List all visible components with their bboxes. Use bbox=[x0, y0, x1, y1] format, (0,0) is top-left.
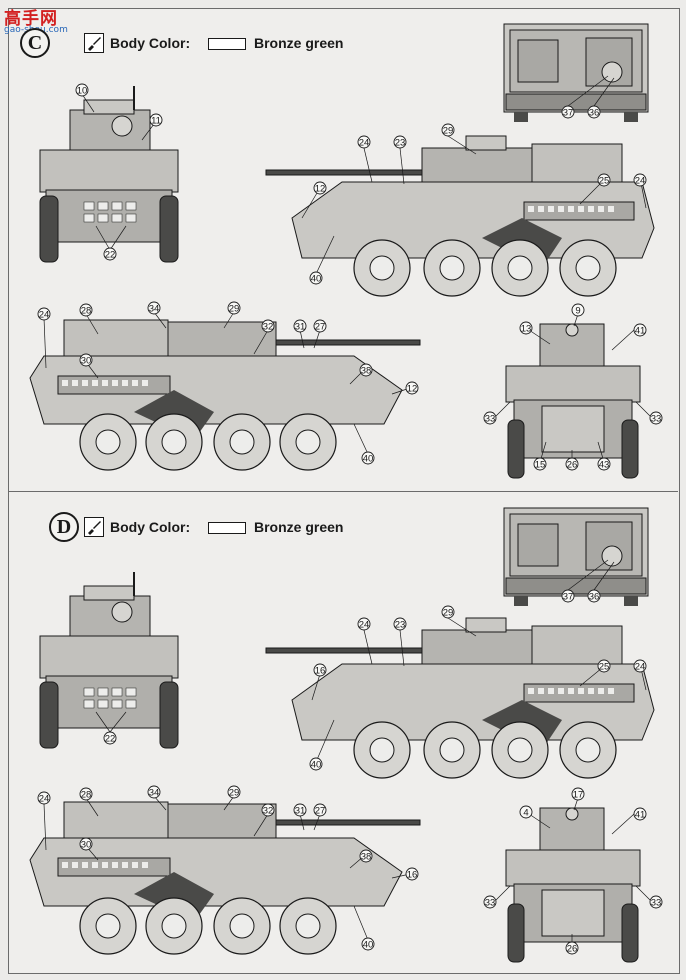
part-callout: 30 bbox=[81, 356, 92, 367]
watermark-title: 高手网 bbox=[4, 9, 58, 29]
part-callout: 29 bbox=[229, 304, 240, 315]
left-side-view: 24 23 29 25 24 12 40 bbox=[265, 123, 655, 297]
part-callout: 29 bbox=[443, 608, 454, 619]
part-callout: 40 bbox=[363, 454, 374, 465]
part-callout: 16 bbox=[315, 666, 326, 677]
part-callout: 9 bbox=[575, 306, 580, 317]
part-callout: 33 bbox=[485, 414, 496, 425]
part-callout: 41 bbox=[635, 810, 646, 821]
part-callout: 40 bbox=[311, 760, 322, 771]
part-callout: 28 bbox=[81, 306, 92, 317]
part-callout: 40 bbox=[363, 940, 374, 951]
part-callout: 38 bbox=[361, 366, 372, 377]
part-callout: 24 bbox=[635, 662, 646, 673]
part-callout: 37 bbox=[563, 592, 574, 603]
color-name: Bronze green bbox=[254, 519, 344, 535]
part-callout: 41 bbox=[635, 326, 646, 337]
part-callout: 37 bbox=[563, 108, 574, 119]
paintbrush-icon bbox=[84, 517, 104, 537]
part-callout: 38 bbox=[361, 852, 372, 863]
right-side-view: 24 28 34 29 32 31 27 30 38 16 40 bbox=[29, 785, 421, 955]
part-callout: 16 bbox=[407, 870, 418, 881]
rear-view: 4 17 41 33 33 26 bbox=[483, 787, 663, 963]
part-callout: 26 bbox=[567, 460, 578, 471]
part-callout: 32 bbox=[263, 806, 274, 817]
section-c-badge: C bbox=[20, 28, 50, 58]
part-callout: 31 bbox=[295, 806, 306, 817]
part-callout: 24 bbox=[635, 176, 646, 187]
part-callout: 15 bbox=[535, 460, 546, 471]
part-callout: 29 bbox=[443, 126, 454, 137]
part-callout: 17 bbox=[573, 790, 584, 801]
part-callout: 26 bbox=[567, 944, 578, 955]
part-callout: 30 bbox=[81, 840, 92, 851]
color-swatch bbox=[208, 38, 246, 50]
part-callout: 23 bbox=[395, 620, 406, 631]
part-callout: 12 bbox=[315, 184, 326, 195]
part-callout: 12 bbox=[407, 384, 418, 395]
part-callout: 34 bbox=[149, 788, 160, 799]
part-callout: 33 bbox=[651, 898, 662, 909]
part-callout: 29 bbox=[229, 788, 240, 799]
body-color-label: Body Color: bbox=[110, 519, 191, 535]
left-side-view: 24 23 29 25 24 16 40 bbox=[265, 605, 655, 779]
part-callout: 24 bbox=[359, 620, 370, 631]
part-callout: 43 bbox=[599, 460, 610, 471]
body-color-label: Body Color: bbox=[110, 35, 191, 51]
part-callout: 31 bbox=[295, 322, 306, 333]
part-callout: 28 bbox=[81, 790, 92, 801]
part-callout: 36 bbox=[589, 108, 600, 119]
color-swatch bbox=[208, 522, 246, 534]
section-divider bbox=[8, 491, 678, 492]
part-callout: 24 bbox=[39, 794, 50, 805]
rear-top-view: 37 36 bbox=[503, 23, 649, 122]
paintbrush-icon bbox=[84, 33, 104, 53]
part-callout: 32 bbox=[263, 322, 274, 333]
part-callout: 25 bbox=[599, 176, 610, 187]
part-callout: 10 bbox=[77, 86, 88, 97]
part-callout: 13 bbox=[521, 324, 532, 335]
part-callout: 34 bbox=[149, 304, 160, 315]
front-view: 22 bbox=[39, 572, 179, 749]
part-callout: 33 bbox=[485, 898, 496, 909]
front-view: 10 11 22 bbox=[39, 83, 179, 263]
part-callout: 25 bbox=[599, 662, 610, 673]
rear-top-view: 37 36 bbox=[503, 507, 649, 606]
section-d-badge: D bbox=[49, 512, 79, 542]
part-callout: 22 bbox=[105, 734, 116, 745]
right-side-view: 24 28 34 29 32 31 27 30 38 12 40 bbox=[29, 301, 421, 471]
part-callout: 40 bbox=[311, 274, 322, 285]
part-callout: 36 bbox=[589, 592, 600, 603]
part-callout: 4 bbox=[523, 808, 528, 819]
rear-view: 13 9 41 33 33 15 26 43 bbox=[483, 303, 663, 479]
part-callout: 11 bbox=[151, 116, 161, 127]
color-name: Bronze green bbox=[254, 35, 344, 51]
part-callout: 27 bbox=[315, 322, 326, 333]
part-callout: 24 bbox=[39, 310, 50, 321]
part-callout: 22 bbox=[105, 250, 116, 261]
part-callout: 27 bbox=[315, 806, 326, 817]
part-callout: 33 bbox=[651, 414, 662, 425]
part-callout: 24 bbox=[359, 138, 370, 149]
part-callout: 23 bbox=[395, 138, 406, 149]
